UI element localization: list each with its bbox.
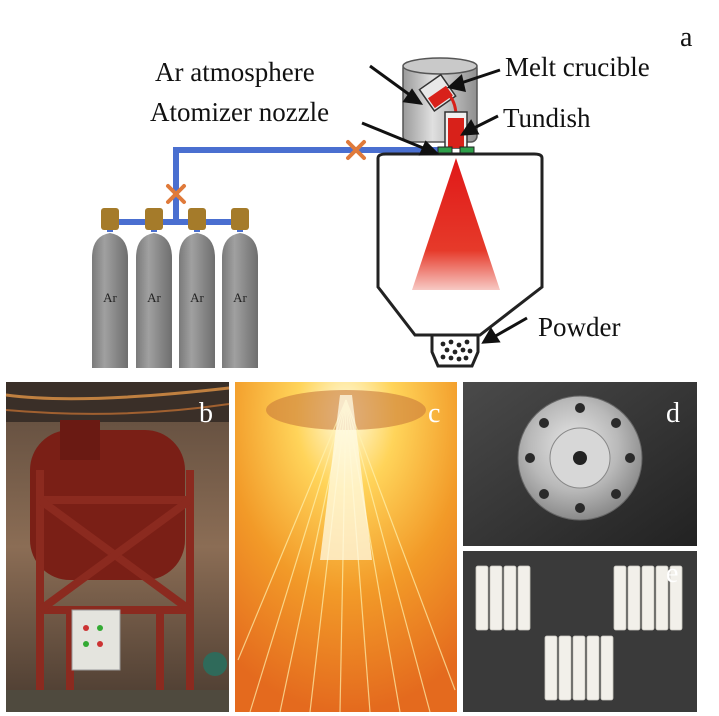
panel-a: Ar Ar Ar Ar <box>92 22 693 368</box>
cylinder-label: Ar <box>147 290 161 305</box>
argon-cylinder: Ar <box>92 208 128 368</box>
label-tundish: Tundish <box>503 103 591 133</box>
spray-cone <box>412 158 500 290</box>
panel-letter-c: c <box>428 398 440 429</box>
argon-cylinder: Ar <box>136 208 172 368</box>
panel-e: e <box>463 551 697 712</box>
melt-crucible <box>418 73 457 112</box>
argon-cylinders: Ar Ar Ar Ar <box>92 208 258 368</box>
panel-letter-e: e <box>666 558 678 589</box>
label-powder: Powder <box>538 312 621 342</box>
panel-letter-b: b <box>199 398 213 429</box>
valve-icon <box>166 184 186 204</box>
label-ar-atmosphere: Ar atmosphere <box>155 57 315 87</box>
argon-cylinder: Ar <box>179 208 215 368</box>
label-atomizer-nozzle: Atomizer nozzle <box>150 97 329 127</box>
cylinder-label: Ar <box>233 290 247 305</box>
atomization-chamber <box>376 152 544 368</box>
valve-icon <box>346 140 366 160</box>
panel-letter-d: d <box>666 398 680 429</box>
annotation-arrows <box>361 64 528 344</box>
panel-letter-a: a <box>680 22 693 53</box>
cylinder-label: Ar <box>103 290 117 305</box>
argon-cylinder: Ar <box>222 208 258 368</box>
label-melt-crucible: Melt crucible <box>505 52 650 82</box>
powder-collector <box>430 333 480 368</box>
panel-d: d <box>463 382 697 546</box>
panel-b: b <box>5 382 230 712</box>
cylinder-label: Ar <box>190 290 204 305</box>
tundish <box>444 111 468 149</box>
panel-c: c <box>235 382 457 713</box>
